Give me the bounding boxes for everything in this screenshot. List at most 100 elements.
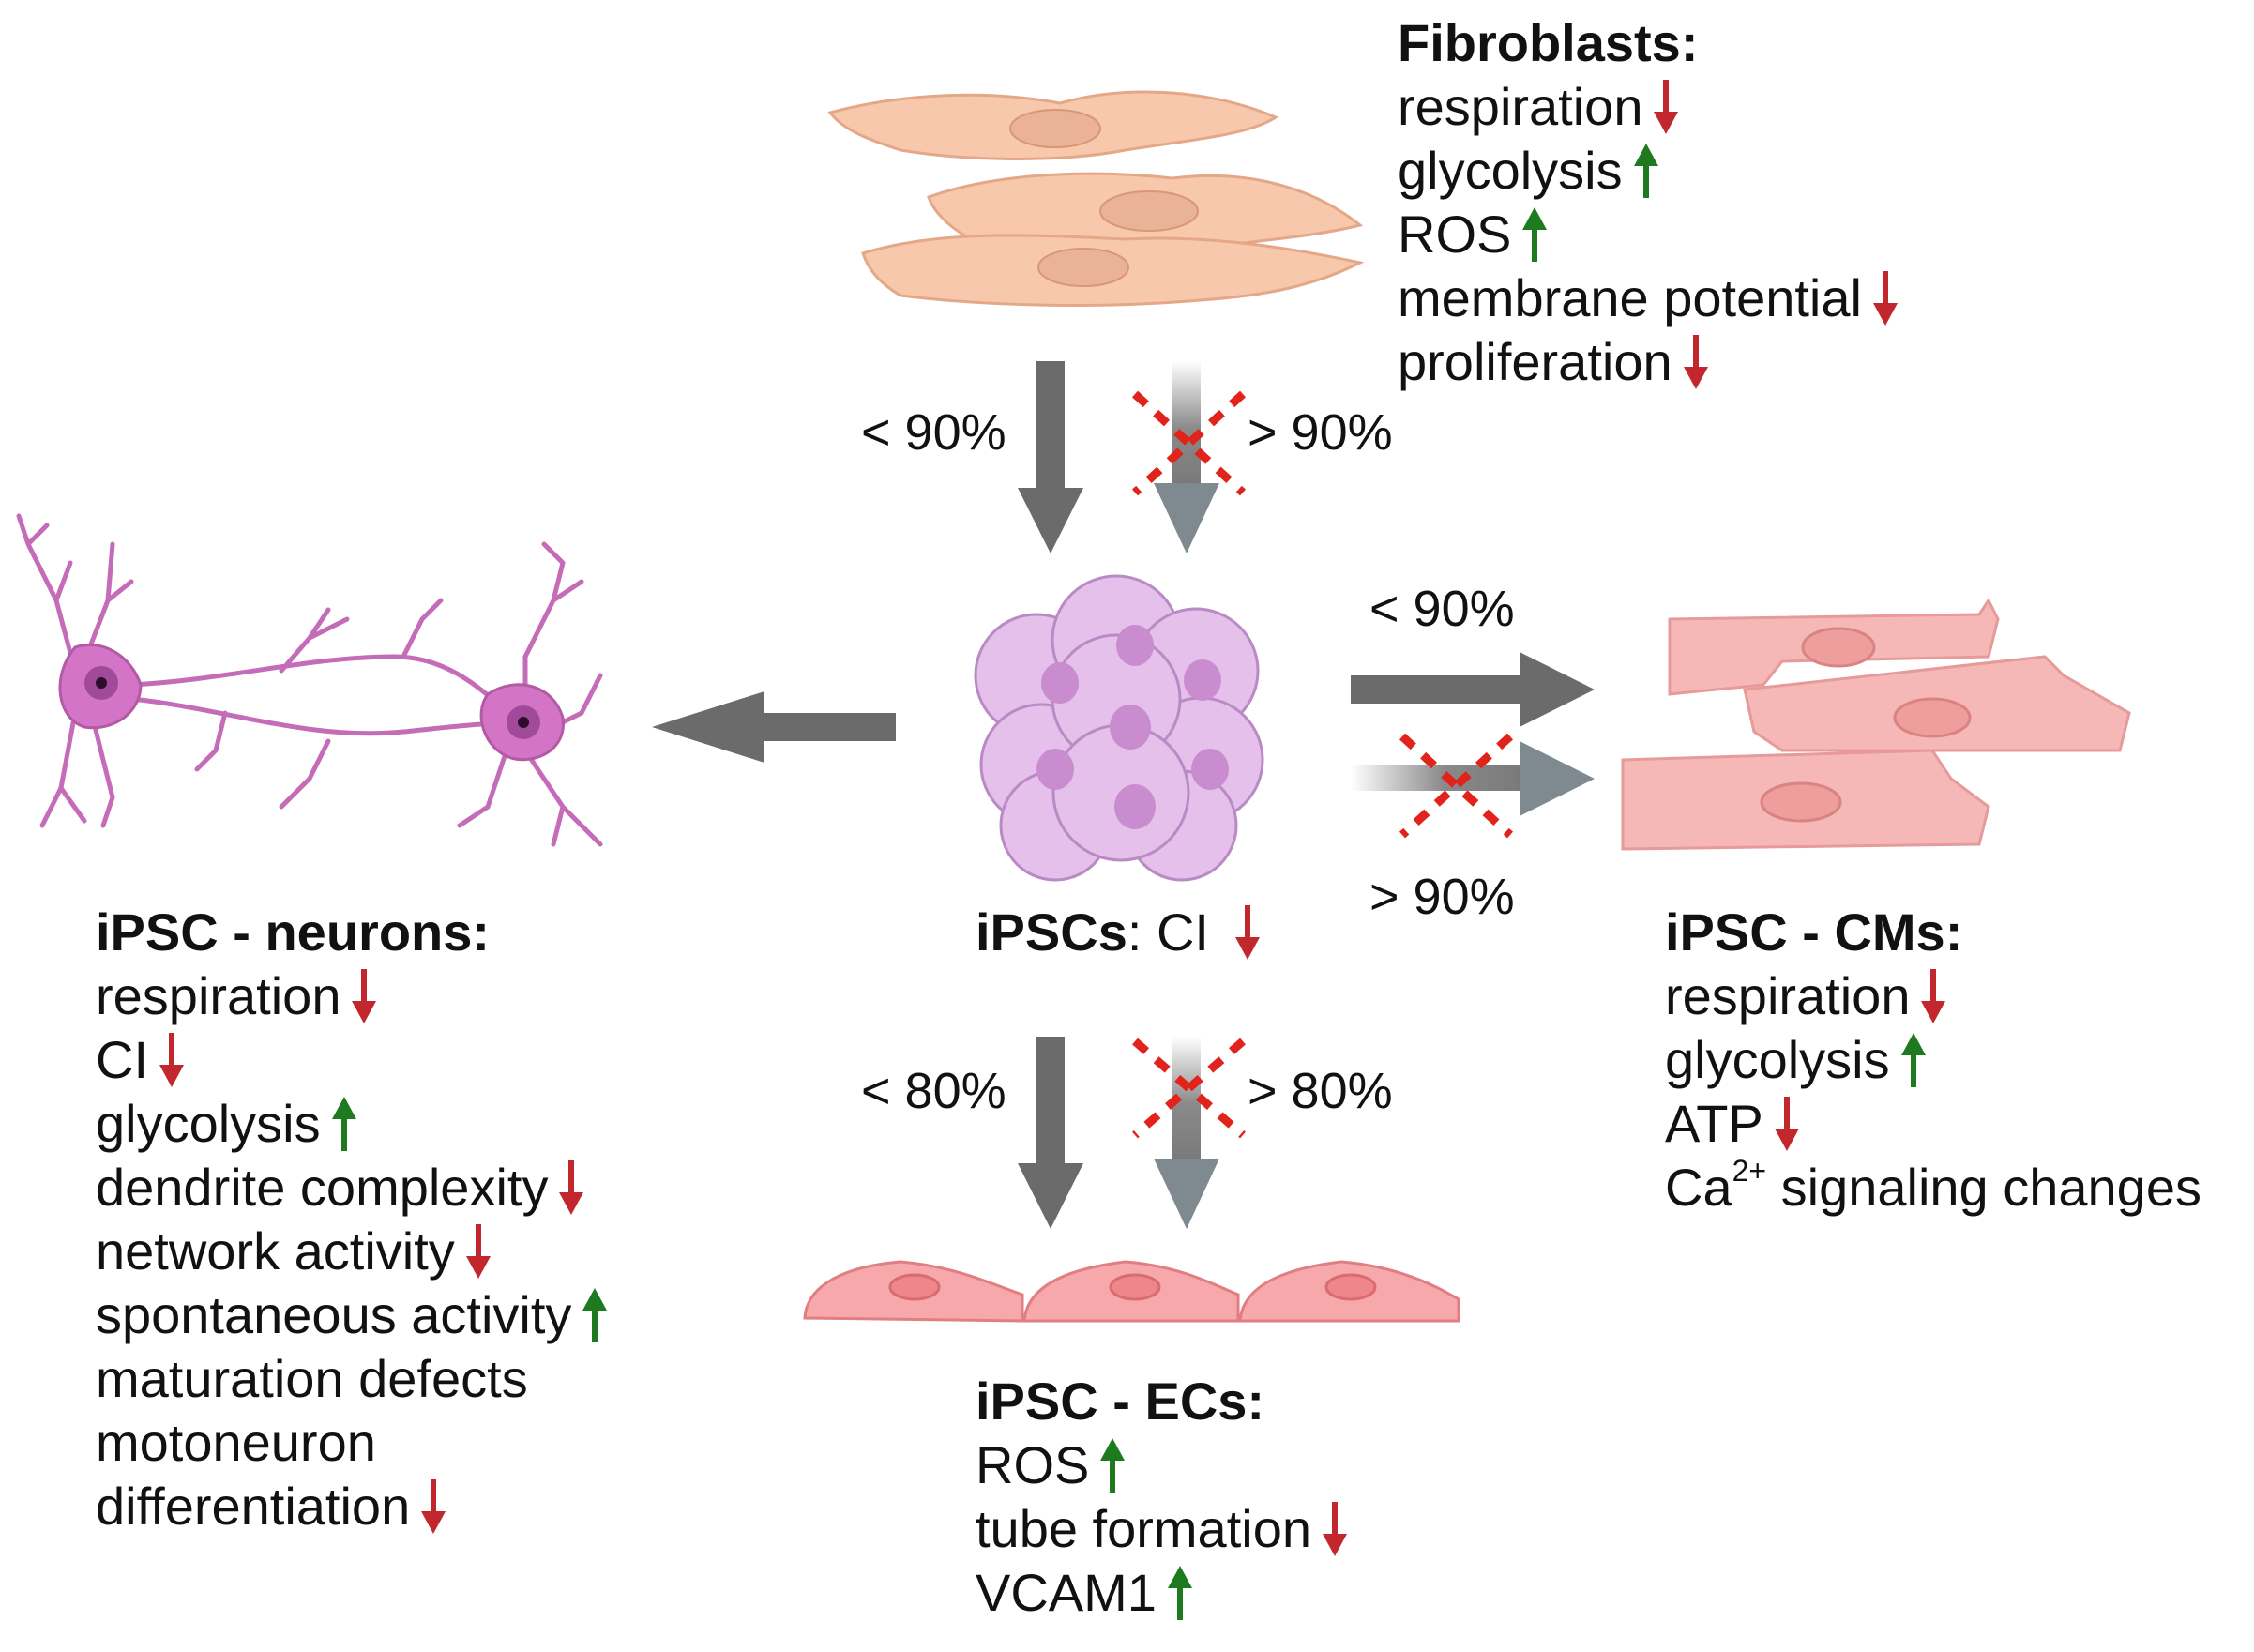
threshold-cm-ok: < 90% xyxy=(1369,581,1515,637)
neurons-item: dendrite complexity xyxy=(96,1156,607,1220)
fibroblasts-item: glycolysis xyxy=(1398,139,1898,203)
arrow-up-icon xyxy=(1633,142,1658,200)
arrow-down-icon xyxy=(559,1159,584,1217)
arrow-down-icon xyxy=(1654,78,1679,136)
fibroblasts-title: Fibroblasts: xyxy=(1398,13,1699,72)
fibroblasts-item-label: proliferation xyxy=(1398,332,1672,391)
fibroblasts-item-label: glycolysis xyxy=(1398,141,1623,200)
neurons-item: network activity xyxy=(96,1220,607,1283)
neurons-item-label: motoneuron xyxy=(96,1413,376,1472)
neurons-item-label: respiration xyxy=(96,966,341,1025)
ecs-item: tube formation xyxy=(976,1497,1347,1561)
arrow-ipsc-to-neurons xyxy=(652,691,896,763)
arrow-up-icon xyxy=(1167,1564,1192,1622)
cardiomyocyte-cells xyxy=(1621,598,2131,851)
cms-item-label: respiration xyxy=(1665,966,1911,1025)
arrow-up-icon xyxy=(582,1286,608,1344)
neurons-item-label: spontaneous activity xyxy=(96,1285,572,1344)
ecs-item-label: VCAM1 xyxy=(976,1563,1157,1622)
cms-item-label: glycolysis xyxy=(1665,1030,1890,1089)
fibroblasts-item: membrane potential xyxy=(1398,266,1898,330)
neurons-item-label: glycolysis xyxy=(96,1094,321,1153)
cross-mark-icon xyxy=(1132,1038,1246,1139)
neurons-title: iPSC - neurons: xyxy=(96,902,491,962)
arrow-down-icon xyxy=(1234,903,1260,962)
fibroblast-cells xyxy=(827,90,1365,307)
fibroblasts-item: proliferation xyxy=(1398,330,1898,394)
fibroblast-nucleus xyxy=(1099,190,1199,232)
arrow-down-icon xyxy=(421,1478,446,1536)
ecs-item: ROS xyxy=(976,1433,1347,1497)
ipsc-colony xyxy=(974,574,1264,882)
arrow-up-icon xyxy=(1522,205,1548,264)
neurons-item: CI xyxy=(96,1028,607,1092)
cross-mark-icon xyxy=(1131,390,1247,496)
ecs-title: iPSC - ECs: xyxy=(976,1372,1265,1431)
cms-item: glycolysis xyxy=(1665,1028,2201,1092)
ipscs-label: iPSCs : CI xyxy=(976,901,1260,964)
fibroblasts-item: ROS xyxy=(1398,203,1898,266)
neurons-item-label: network activity xyxy=(96,1221,455,1281)
arrow-fib-to-ipsc-blocked xyxy=(1131,361,1247,553)
arrow-down-icon xyxy=(1683,333,1708,391)
threshold-ec-blocked: > 80% xyxy=(1248,1063,1393,1119)
arrow-down-icon xyxy=(1872,269,1898,327)
cms-item-label: ATP xyxy=(1665,1094,1763,1153)
neurons-item: glycolysis xyxy=(96,1092,607,1156)
cms-title: iPSC - CMs: xyxy=(1665,902,1963,962)
arrow-ipsc-to-cms xyxy=(1351,652,1595,727)
neurons-item: maturation defects xyxy=(96,1347,607,1411)
neurons-item-label: dendrite complexity xyxy=(96,1158,549,1217)
endothelial-cells xyxy=(803,1260,1460,1323)
cross-mark-icon xyxy=(1399,733,1514,839)
neurons-item-label: differentiation xyxy=(96,1477,411,1536)
arrow-fib-to-ipsc xyxy=(1018,361,1083,553)
arrow-up-icon xyxy=(1900,1031,1926,1089)
neurons-item: respiration xyxy=(96,964,607,1028)
arrow-ipsc-to-ecs-blocked xyxy=(1132,1037,1246,1229)
ipscs-label-rest: : CI xyxy=(1127,902,1209,962)
neurons-item: differentiation xyxy=(96,1475,607,1538)
fibroblasts-item-label: ROS xyxy=(1398,205,1512,264)
arrow-up-icon xyxy=(331,1095,356,1153)
neurons-item: spontaneous activity xyxy=(96,1283,608,1347)
neurons-item-label: maturation defects xyxy=(96,1349,528,1408)
neuron-soma xyxy=(58,643,565,762)
threshold-fib-blocked: > 90% xyxy=(1248,404,1393,461)
arrow-up-icon xyxy=(1100,1436,1126,1494)
arrow-down-icon xyxy=(1322,1500,1347,1558)
cms-item: ATP xyxy=(1665,1092,2201,1156)
ecs-item-label: tube formation xyxy=(976,1499,1311,1558)
threshold-cm-blocked: > 90% xyxy=(1369,869,1515,925)
arrow-down-icon xyxy=(1921,967,1946,1025)
threshold-fib-ok: < 90% xyxy=(861,404,1006,461)
fibroblasts-item: respiration xyxy=(1398,75,1898,139)
fibroblasts-item-label: respiration xyxy=(1398,77,1643,136)
arrow-down-icon xyxy=(465,1222,491,1281)
arrow-down-icon xyxy=(352,967,377,1025)
arrow-ipsc-to-cms-blocked xyxy=(1351,733,1595,839)
cms-item: respiration xyxy=(1665,964,2201,1028)
ecs-item: VCAM1 xyxy=(976,1561,1347,1625)
fibroblast-nucleus xyxy=(1009,109,1101,148)
fibroblast-nucleus xyxy=(1037,248,1129,287)
arrow-down-icon xyxy=(1774,1095,1799,1153)
arrow-down-icon xyxy=(159,1031,184,1089)
arrow-ipsc-to-ecs xyxy=(1018,1037,1083,1229)
ecs-item-label: ROS xyxy=(976,1435,1090,1494)
ipscs-label-bold: iPSCs xyxy=(976,902,1127,962)
fibroblasts-item-label: membrane potential xyxy=(1398,268,1862,327)
neurons-item-label: CI xyxy=(96,1030,148,1089)
neurons-item: motoneuron xyxy=(96,1411,607,1475)
cms-calcium-item: Ca2+ signaling changes xyxy=(1665,1154,2201,1217)
threshold-ec-ok: < 80% xyxy=(861,1063,1006,1119)
